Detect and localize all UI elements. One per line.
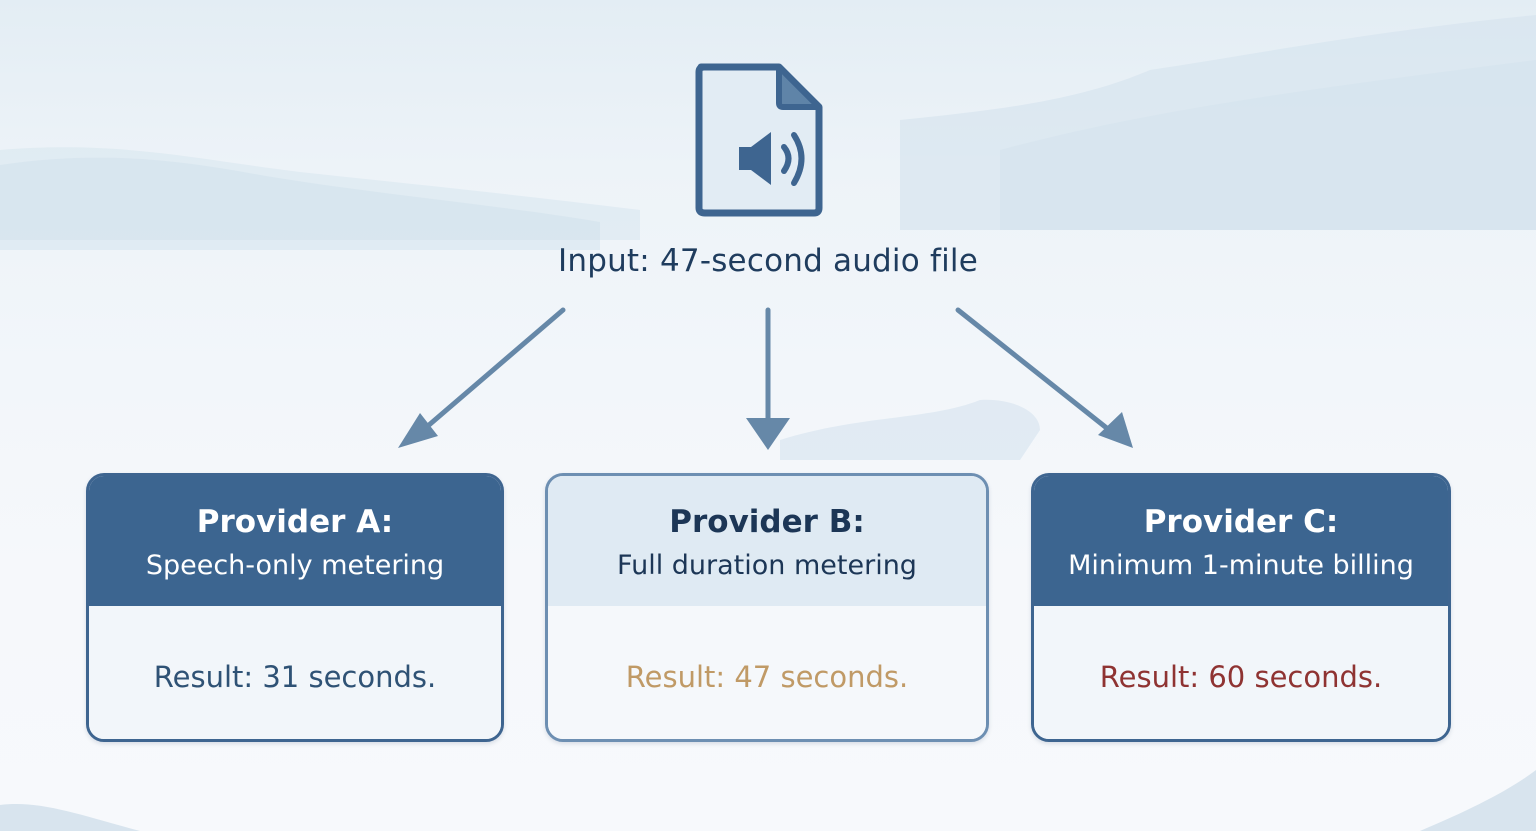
provider-c-header: Provider C: Minimum 1-minute billing — [1034, 476, 1448, 606]
provider-c-body: Result: 60 seconds. — [1034, 606, 1448, 739]
provider-b-header: Provider B: Full duration metering — [548, 476, 986, 606]
provider-b-card: Provider B: Full duration metering Resul… — [545, 473, 989, 742]
input-label: Input: 47-second audio file — [558, 243, 978, 279]
provider-b-title: Provider B: — [669, 504, 865, 540]
provider-a-card: Provider A: Speech-only metering Result:… — [86, 473, 504, 742]
provider-c-card: Provider C: Minimum 1-minute billing Res… — [1031, 473, 1451, 742]
provider-a-subtitle: Speech-only metering — [145, 550, 445, 581]
provider-c-title: Provider C: — [1143, 504, 1339, 540]
provider-c-subtitle: Minimum 1-minute billing — [1068, 550, 1414, 581]
provider-a-result: Result: 31 seconds. — [153, 660, 437, 694]
provider-a-title: Provider A: — [196, 504, 394, 540]
provider-b-subtitle: Full duration metering — [617, 550, 917, 581]
provider-c-result: Result: 60 seconds. — [1099, 660, 1383, 694]
provider-b-result: Result: 47 seconds. — [625, 660, 909, 694]
provider-a-body: Result: 31 seconds. — [89, 606, 501, 739]
audio-file-icon — [693, 61, 825, 218]
provider-b-body: Result: 47 seconds. — [548, 606, 986, 739]
sound-wave-icon — [781, 144, 792, 174]
speaker-icon — [739, 132, 771, 185]
provider-a-header: Provider A: Speech-only metering — [89, 476, 501, 606]
